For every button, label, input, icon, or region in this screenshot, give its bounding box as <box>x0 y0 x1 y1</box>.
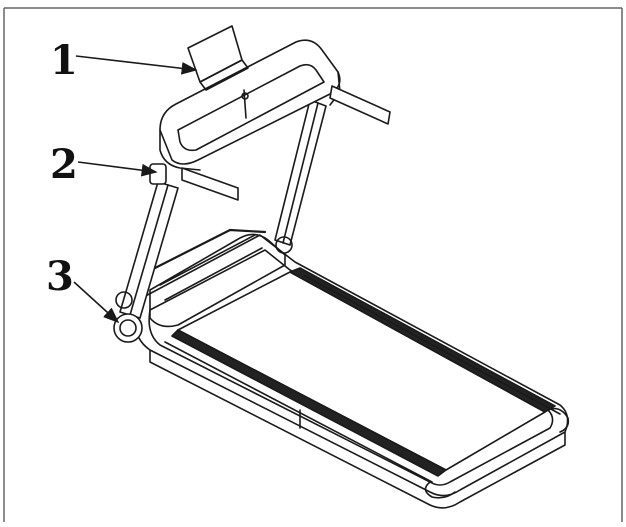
deck-inner <box>148 249 554 486</box>
callout-1-leader <box>75 55 198 75</box>
left-grip <box>181 167 239 201</box>
center-clip <box>241 92 249 100</box>
treadmill-drawing <box>113 25 570 509</box>
motor-hood-line-2 <box>164 247 263 301</box>
fold-knob-inner <box>119 319 137 337</box>
callout-3-leader <box>73 281 120 324</box>
motor-hood <box>149 233 286 328</box>
left-side-rail <box>171 329 447 477</box>
callout-2-leader <box>77 161 158 177</box>
callout-2: 2 <box>50 141 78 188</box>
rear-cap-right <box>547 407 570 433</box>
handlebar-left-bend <box>159 129 201 171</box>
hood-top-edge <box>153 228 267 270</box>
motor-hood-line <box>159 234 256 286</box>
left-rail-edge <box>164 341 433 483</box>
callout-1: 1 <box>50 37 78 84</box>
upright-pivot <box>115 291 133 309</box>
right-upright-base <box>275 236 293 254</box>
fold-knob <box>113 313 143 343</box>
deck-side <box>149 349 566 509</box>
rear-cap-left <box>424 481 456 499</box>
console-base <box>199 59 249 91</box>
fold-latch <box>149 163 167 185</box>
handlebar-inner <box>177 63 325 152</box>
left-upright-edge <box>129 184 169 316</box>
center-cable <box>243 89 247 119</box>
callout-3: 3 <box>46 253 74 300</box>
right-upright-edge <box>282 102 319 244</box>
right-rail-edge <box>304 275 561 415</box>
right-grip <box>329 85 391 125</box>
